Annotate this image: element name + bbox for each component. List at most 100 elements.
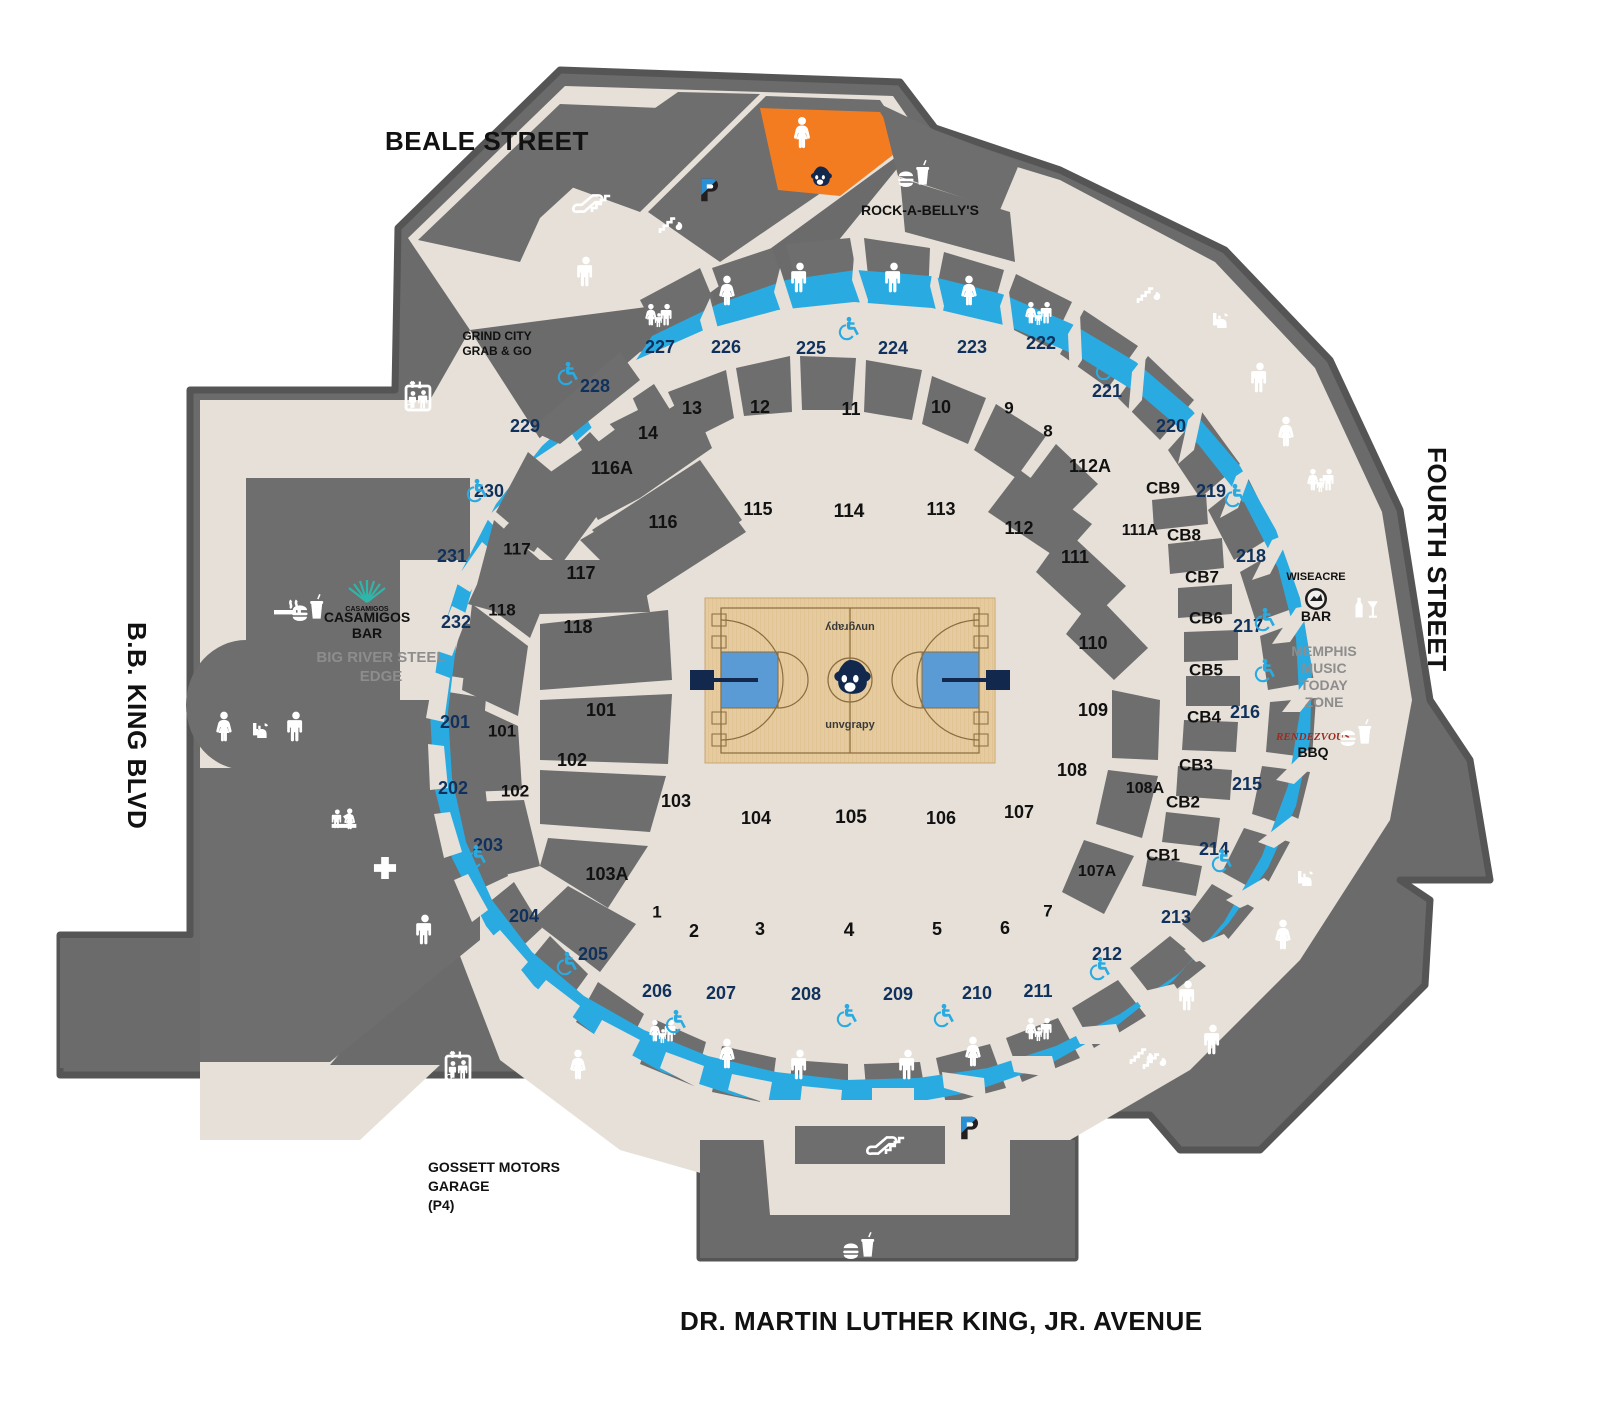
car-icon — [457, 1130, 483, 1144]
club-box-sections — [1142, 494, 1240, 896]
svg-text:212: 212 — [1092, 944, 1122, 964]
svg-text:CB6: CB6 — [1189, 608, 1223, 627]
street-beale-label: BEALE STREET — [385, 126, 589, 156]
poi-big-river-steel-label-1: BIG RIVER STEEL — [316, 649, 445, 666]
svg-text:113: 113 — [926, 499, 955, 519]
svg-text:108A: 108A — [1126, 780, 1165, 797]
svg-text:9: 9 — [1004, 398, 1013, 417]
svg-text:213: 213 — [1161, 907, 1191, 927]
svg-text:CB2: CB2 — [1166, 792, 1200, 811]
svg-text:225: 225 — [796, 338, 826, 358]
svg-text:112: 112 — [1004, 518, 1033, 538]
svg-text:108: 108 — [1057, 760, 1087, 780]
poi-gossett-label-2: GARAGE — [428, 1178, 489, 1194]
svg-text:7: 7 — [1043, 901, 1052, 920]
svg-text:101: 101 — [586, 700, 616, 720]
svg-text:106: 106 — [926, 808, 956, 828]
svg-text:215: 215 — [1232, 774, 1262, 794]
svg-text:11: 11 — [841, 399, 860, 419]
accessible-markers — [465, 312, 1276, 1034]
poi-mmtz-label-2: MUSIC — [1301, 660, 1346, 676]
svg-text:5: 5 — [932, 919, 942, 939]
svg-text:202: 202 — [438, 778, 468, 798]
beale-street-rooms — [418, 92, 1020, 262]
west-concourse-rooms — [60, 478, 480, 1068]
poi-bbq-label: BBQ — [1297, 744, 1328, 760]
svg-text:229: 229 — [510, 416, 540, 436]
svg-text:205: 205 — [578, 944, 608, 964]
court-sponsor-bottom: unvgrapy — [825, 719, 875, 731]
street-fourth-label: FOURTH STREET — [1422, 447, 1452, 672]
poi-grind-city-top-label-2: GRAB & GO — [462, 344, 531, 358]
svg-text:2: 2 — [689, 921, 699, 941]
svg-text:206: 206 — [642, 981, 672, 1001]
wiseacre-logo-icon — [1305, 588, 1327, 610]
poi-wiseacre-label-1: WISEACRE — [1286, 571, 1345, 583]
svg-text:115: 115 — [743, 499, 772, 519]
svg-text:8: 8 — [1043, 421, 1052, 440]
poi-casamigos-label-2: BAR — [352, 625, 382, 641]
svg-text:232: 232 — [441, 612, 471, 632]
svg-text:117: 117 — [566, 563, 595, 583]
svg-text:3: 3 — [755, 919, 765, 939]
bottom-structures — [200, 1065, 1075, 1258]
svg-text:220: 220 — [1156, 416, 1186, 436]
svg-text:101: 101 — [488, 721, 516, 740]
rendezvous-logo-text: RENDEZVOUS — [1275, 731, 1350, 743]
svg-text:209: 209 — [883, 984, 913, 1004]
svg-text:201: 201 — [440, 712, 470, 732]
svg-text:222: 222 — [1026, 333, 1056, 353]
poi-rock-a-bellys-label: ROCK-A-BELLY'S — [861, 202, 979, 218]
street-bb-king-label: B.B. KING BLVD — [122, 622, 152, 829]
svg-text:10: 10 — [931, 397, 951, 417]
svg-text:102: 102 — [557, 750, 587, 770]
street-mlk-label: DR. MARTIN LUTHER KING, JR. AVENUE — [680, 1306, 1203, 1336]
svg-text:CB1: CB1 — [1146, 845, 1180, 864]
svg-text:218: 218 — [1236, 546, 1266, 566]
svg-text:CB5: CB5 — [1189, 660, 1223, 679]
svg-text:226: 226 — [711, 337, 741, 357]
svg-text:105: 105 — [835, 807, 867, 828]
basketball-court: unvgrapy unvgrapy — [690, 597, 1010, 764]
svg-text:204: 204 — [509, 906, 539, 926]
poi-mmtz-label-4: ZONE — [1305, 694, 1344, 710]
svg-text:114: 114 — [834, 501, 865, 522]
svg-text:CB3: CB3 — [1179, 755, 1213, 774]
poi-gossett-label-3: (P4) — [428, 1197, 454, 1213]
svg-text:109: 109 — [1078, 700, 1108, 720]
svg-text:118: 118 — [488, 600, 515, 619]
svg-text:112A: 112A — [1069, 456, 1111, 476]
svg-text:208: 208 — [791, 984, 821, 1004]
svg-text:CB9: CB9 — [1146, 478, 1180, 497]
wheelchair-icon — [837, 312, 861, 342]
court-sponsor-top: unvgrapy — [824, 621, 874, 633]
svg-text:111A: 111A — [1122, 522, 1159, 539]
svg-text:CB8: CB8 — [1167, 525, 1201, 544]
svg-text:210: 210 — [962, 983, 992, 1003]
poi-big-river-steel-label-2: EDGE — [360, 668, 403, 685]
svg-text:231: 231 — [437, 546, 467, 566]
svg-text:103: 103 — [661, 791, 691, 811]
svg-text:107: 107 — [1004, 802, 1034, 822]
svg-text:111: 111 — [1061, 547, 1089, 567]
svg-text:103A: 103A — [585, 864, 628, 884]
poi-casamigos-label-1: CASAMIGOS — [324, 609, 410, 625]
svg-text:118: 118 — [563, 617, 592, 637]
svg-text:107A: 107A — [1078, 863, 1117, 880]
svg-text:219: 219 — [1196, 481, 1226, 501]
svg-text:4: 4 — [844, 920, 855, 941]
svg-text:CB7: CB7 — [1185, 567, 1219, 586]
svg-text:6: 6 — [1000, 918, 1010, 938]
casamigos-logo-text: CASAMIGOS — [345, 606, 389, 613]
svg-text:227: 227 — [645, 337, 675, 357]
svg-text:116A: 116A — [591, 458, 633, 478]
svg-text:224: 224 — [878, 338, 908, 358]
casamigos-logo-icon: CASAMIGOS — [345, 580, 389, 613]
svg-text:12: 12 — [750, 397, 770, 417]
poi-mmtz-label-1: MEMPHIS — [1291, 643, 1356, 659]
svg-text:13: 13 — [682, 398, 702, 418]
svg-text:211: 211 — [1023, 981, 1052, 1001]
svg-text:1: 1 — [652, 902, 661, 921]
vomitory-walkways — [426, 256, 1328, 1112]
